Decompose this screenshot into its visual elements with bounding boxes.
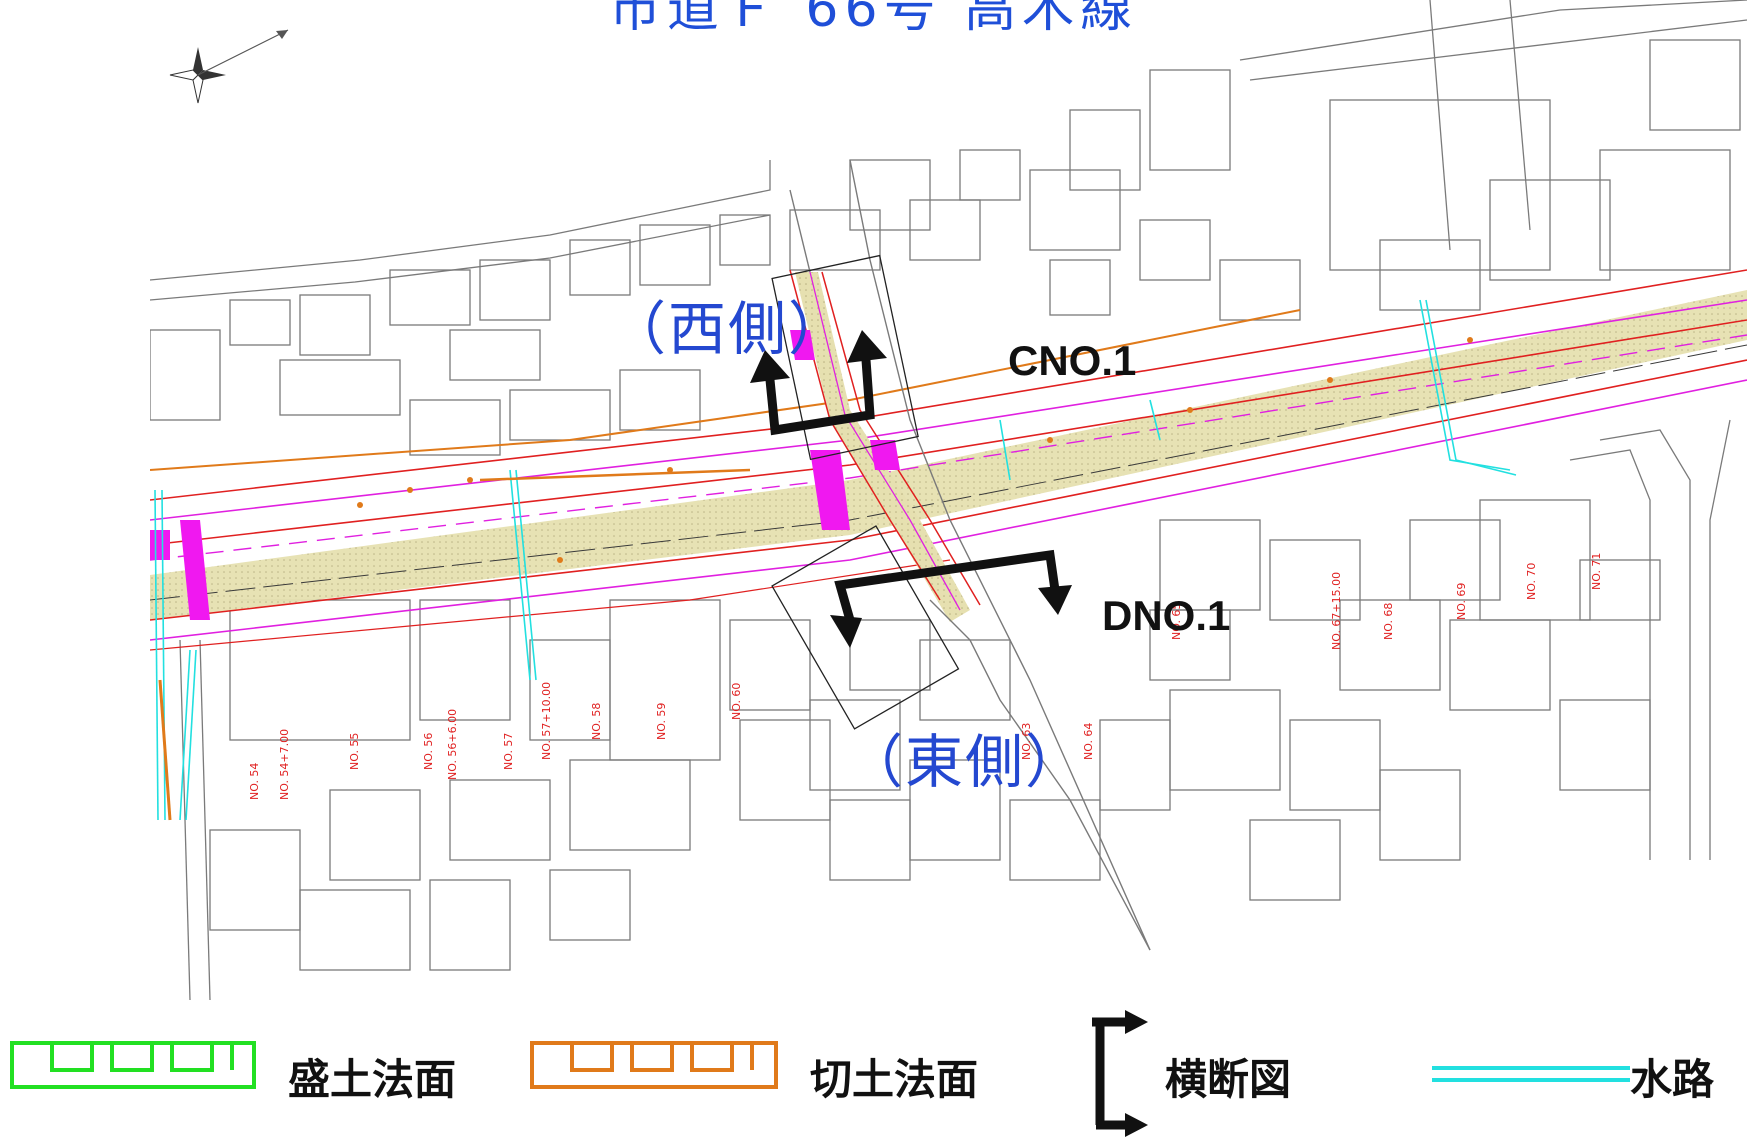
waterway-symbol	[1432, 1066, 1630, 1082]
section-c-arrowhead-right	[847, 330, 887, 363]
station-label: NO. 71	[1590, 552, 1603, 590]
station-label: NO. 54	[248, 762, 261, 800]
section-c-arrowhead-left	[750, 350, 790, 383]
waterway-lines	[154, 299, 1517, 821]
road-plan-drawing	[150, 0, 1747, 1001]
section-c-label: CNO.1	[1008, 337, 1137, 384]
station-label: NO. 56+6.00	[446, 708, 459, 780]
legend-fill-slope-label: 盛土法面	[288, 1055, 457, 1104]
station-label: NO. 59	[655, 702, 668, 740]
station-label: NO. 60	[730, 682, 743, 720]
west-side-label: （西側）	[608, 295, 849, 363]
plan-map: NO. 54 NO. 54+7.00 NO. 55 NO. 56 NO. 56+…	[150, 0, 1747, 1010]
compass-rose-icon	[169, 29, 289, 104]
section-d-arrow	[834, 549, 1060, 622]
station-label: NO. 57	[502, 732, 515, 770]
cut-slope-edge	[158, 679, 172, 821]
legend-symbols	[10, 1010, 1630, 1137]
cross-section-symbol	[1092, 1010, 1148, 1137]
fill-slope-symbol	[10, 1041, 256, 1089]
map-title: 市道Ｆ 66号 高木線	[608, 0, 1139, 39]
section-d-frame	[771, 525, 960, 730]
section-c-arrow	[765, 359, 875, 436]
station-label: NO. 68	[1382, 602, 1395, 640]
section-d-label: DNO.1	[1102, 592, 1231, 639]
survey-points	[357, 337, 1473, 563]
legend-cross-section-label: 横断図	[1165, 1055, 1292, 1104]
east-side-label: （東側）	[845, 728, 1086, 796]
legend-cut-slope-label: 切土法面	[810, 1055, 979, 1104]
station-label: NO. 58	[590, 702, 603, 740]
crosswalk-markings	[150, 330, 900, 620]
station-label: NO. 67+15.00	[1330, 571, 1343, 650]
station-label: NO. 54+7.00	[278, 728, 291, 800]
station-label: NO. 56	[422, 732, 435, 770]
legend-waterway-label: 水路	[1630, 1055, 1715, 1104]
station-label: NO. 55	[348, 732, 361, 770]
station-label: NO. 57+10.00	[540, 681, 553, 760]
station-label: NO. 70	[1525, 562, 1538, 600]
section-d-arrowhead-left	[830, 615, 862, 648]
legend: 盛土法面 切土法面 横断図 水路	[0, 1010, 1747, 1141]
main-road	[150, 269, 1747, 651]
cross-street	[789, 159, 1151, 951]
station-label: NO. 69	[1455, 582, 1468, 620]
cut-slope-symbol	[530, 1041, 778, 1089]
section-d-arrowhead-right	[1038, 585, 1072, 615]
section-c-frame	[771, 254, 919, 461]
